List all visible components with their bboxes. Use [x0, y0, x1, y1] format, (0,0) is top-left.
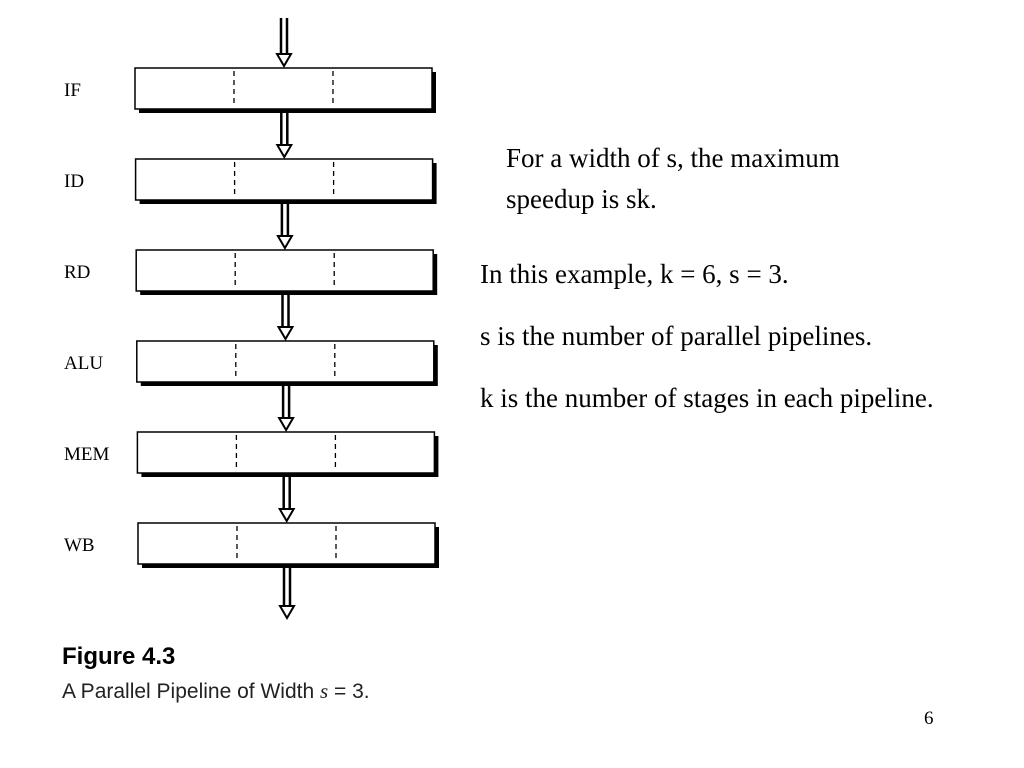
figure-caption: A Parallel Pipeline of Width s = 3.: [62, 679, 370, 704]
stage-box-wb: [137, 522, 436, 565]
page-number: 6: [924, 708, 934, 729]
figure-title: Figure 4.3: [62, 643, 176, 670]
example-note: In this example, k = 6, s = 3.: [480, 259, 789, 289]
stage-arrow: [277, 477, 296, 523]
caption-variable: s: [319, 679, 329, 703]
stage-box-alu: [136, 340, 435, 383]
input-arrow: [275, 18, 293, 68]
stage-arrow: [276, 295, 295, 341]
stage-arrow: [276, 204, 294, 250]
stage-label-mem: MEM: [64, 444, 110, 465]
stage-arrow: [277, 386, 295, 432]
output-arrow: [278, 568, 296, 620]
stage-box-mem: [136, 431, 436, 474]
stage-arrow: [275, 113, 294, 159]
stage-box-if: [134, 67, 433, 110]
caption-value: = 3.: [328, 680, 370, 703]
s-definition: s is the number of parallel pipelines.: [480, 321, 873, 351]
stage-label-alu: ALU: [64, 353, 104, 374]
caption-text: A Parallel Pipeline of Width: [62, 680, 320, 703]
stage-label-wb: WB: [64, 535, 95, 556]
k-definition: k is the number of stages in each pipeli…: [480, 383, 934, 413]
pipeline-diagram: [134, 18, 439, 620]
speedup-note: For a width of s, the maximum speedup is…: [506, 143, 840, 214]
stage-label-id: ID: [64, 171, 85, 192]
stage-box-rd: [135, 249, 434, 292]
stage-label-rd: RD: [64, 262, 91, 283]
stage-box-id: [134, 158, 434, 201]
stage-label-if: IF: [64, 80, 81, 101]
